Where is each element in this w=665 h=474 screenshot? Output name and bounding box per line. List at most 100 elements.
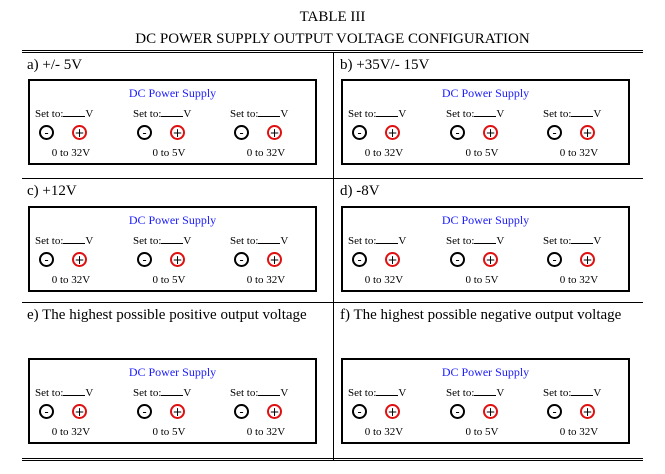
- rule-top: [22, 50, 643, 51]
- panel-title: DC Power Supply: [128, 365, 217, 379]
- negative-terminal-icon[interactable]: -: [39, 252, 54, 267]
- cell-label: e) The highest possible positive output …: [27, 307, 307, 323]
- negative-terminal-icon[interactable]: -: [137, 125, 152, 140]
- set-to-field[interactable]: Set to:V: [543, 234, 601, 248]
- voltage-blank[interactable]: [571, 234, 594, 244]
- negative-terminal-icon[interactable]: -: [234, 252, 249, 267]
- negative-terminal-icon[interactable]: -: [450, 252, 465, 267]
- negative-terminal-icon[interactable]: -: [39, 125, 54, 140]
- set-to-field[interactable]: Set to:V: [133, 234, 191, 248]
- positive-terminal-icon[interactable]: +: [267, 252, 282, 267]
- channel-range: 0 to 5V: [465, 147, 499, 159]
- voltage-blank[interactable]: [161, 234, 184, 244]
- voltage-blank[interactable]: [376, 234, 399, 244]
- positive-terminal-icon[interactable]: +: [170, 252, 185, 267]
- set-to-field[interactable]: Set to:V: [35, 107, 93, 121]
- cell-label: d) -8V: [340, 183, 380, 199]
- set-to-label: Set to:: [230, 387, 259, 399]
- set-to-label: Set to:: [133, 108, 162, 120]
- positive-terminal-icon[interactable]: +: [72, 404, 87, 419]
- set-to-field[interactable]: Set to:V: [348, 107, 406, 121]
- set-to-label: Set to:: [446, 235, 475, 247]
- voltage-blank[interactable]: [376, 107, 399, 117]
- voltage-blank[interactable]: [571, 107, 594, 117]
- voltage-blank[interactable]: [258, 107, 281, 117]
- voltage-blank[interactable]: [161, 386, 184, 396]
- positive-terminal-icon[interactable]: +: [385, 404, 400, 419]
- negative-terminal-icon[interactable]: -: [137, 404, 152, 419]
- positive-terminal-icon[interactable]: +: [483, 125, 498, 140]
- negative-terminal-icon[interactable]: -: [450, 404, 465, 419]
- set-to-field[interactable]: Set to:V: [543, 386, 601, 400]
- negative-terminal-icon[interactable]: -: [547, 252, 562, 267]
- voltage-blank[interactable]: [376, 386, 399, 396]
- positive-terminal-icon[interactable]: +: [170, 125, 185, 140]
- positive-terminal-icon[interactable]: +: [170, 404, 185, 419]
- cell-label: b) +35V/- 15V: [340, 57, 430, 73]
- negative-terminal-icon[interactable]: -: [352, 404, 367, 419]
- set-to-field[interactable]: Set to: V: [230, 107, 288, 121]
- set-to-field[interactable]: Set to: V: [348, 234, 406, 248]
- channel: Set to:V-+0 to 32V: [230, 386, 320, 442]
- channel-range: 0 to 32V: [364, 426, 404, 438]
- unit-label: V: [398, 387, 407, 399]
- voltage-blank[interactable]: [161, 107, 184, 117]
- negative-terminal-icon[interactable]: -: [137, 252, 152, 267]
- set-to-field[interactable]: Set to:V: [133, 107, 191, 121]
- positive-terminal-icon[interactable]: +: [580, 125, 595, 140]
- voltage-blank[interactable]: [474, 386, 497, 396]
- negative-terminal-icon[interactable]: -: [352, 252, 367, 267]
- unit-label: V: [280, 108, 289, 120]
- positive-terminal-icon[interactable]: +: [580, 404, 595, 419]
- set-to-label: Set to:: [543, 387, 572, 399]
- voltage-blank[interactable]: [258, 386, 281, 396]
- set-to-field[interactable]: Set to:V: [446, 234, 504, 248]
- positive-terminal-icon[interactable]: +: [267, 125, 282, 140]
- negative-terminal-icon[interactable]: -: [547, 125, 562, 140]
- positive-terminal-icon[interactable]: +: [483, 404, 498, 419]
- negative-terminal-icon[interactable]: -: [450, 125, 465, 140]
- set-to-field[interactable]: Set to: V: [230, 386, 288, 400]
- voltage-blank[interactable]: [63, 234, 86, 244]
- positive-terminal-icon[interactable]: +: [483, 252, 498, 267]
- set-to-field[interactable]: Set to:V: [446, 386, 504, 400]
- channel: Set to:V - +0 to 32V: [348, 386, 438, 442]
- set-to-field[interactable]: Set to:V: [230, 234, 288, 248]
- negative-terminal-icon[interactable]: -: [234, 125, 249, 140]
- set-to-field[interactable]: Set to:V: [543, 107, 601, 121]
- voltage-blank[interactable]: [63, 386, 86, 396]
- channel: Set to:V-+0 to 5V: [133, 107, 223, 163]
- set-to-label: Set to:: [348, 235, 377, 247]
- negative-terminal-icon[interactable]: -: [352, 125, 367, 140]
- voltage-blank[interactable]: [474, 234, 497, 244]
- positive-terminal-icon[interactable]: +: [385, 252, 400, 267]
- unit-label: V: [280, 387, 289, 399]
- set-to-field[interactable]: Set to:V: [35, 386, 93, 400]
- positive-terminal-icon[interactable]: +: [580, 252, 595, 267]
- negative-terminal-icon[interactable]: -: [547, 404, 562, 419]
- positive-terminal-icon[interactable]: +: [72, 252, 87, 267]
- positive-terminal-icon[interactable]: +: [385, 125, 400, 140]
- unit-label: V: [398, 108, 407, 120]
- negative-terminal-icon[interactable]: -: [39, 404, 54, 419]
- voltage-blank[interactable]: [571, 386, 594, 396]
- set-to-field[interactable]: Set to:V: [133, 386, 191, 400]
- channel: Set to:V-+0 to 32V: [543, 234, 633, 290]
- voltage-blank[interactable]: [63, 107, 86, 117]
- set-to-field[interactable]: Set to:V: [35, 234, 93, 248]
- positive-terminal-icon[interactable]: +: [72, 125, 87, 140]
- rule-bottom-2: [22, 460, 643, 461]
- set-to-field[interactable]: Set to:V: [348, 386, 406, 400]
- positive-terminal-icon[interactable]: +: [267, 404, 282, 419]
- set-to-field[interactable]: Set to:V: [446, 107, 504, 121]
- voltage-blank[interactable]: [474, 107, 497, 117]
- set-to-label: Set to:: [230, 108, 259, 120]
- cell-label: c) +12V: [27, 183, 77, 199]
- channel-range: 0 to 5V: [465, 274, 499, 286]
- voltage-blank[interactable]: [258, 234, 281, 244]
- unit-label: V: [398, 235, 407, 247]
- set-to-label: Set to:: [35, 387, 64, 399]
- negative-terminal-icon[interactable]: -: [234, 404, 249, 419]
